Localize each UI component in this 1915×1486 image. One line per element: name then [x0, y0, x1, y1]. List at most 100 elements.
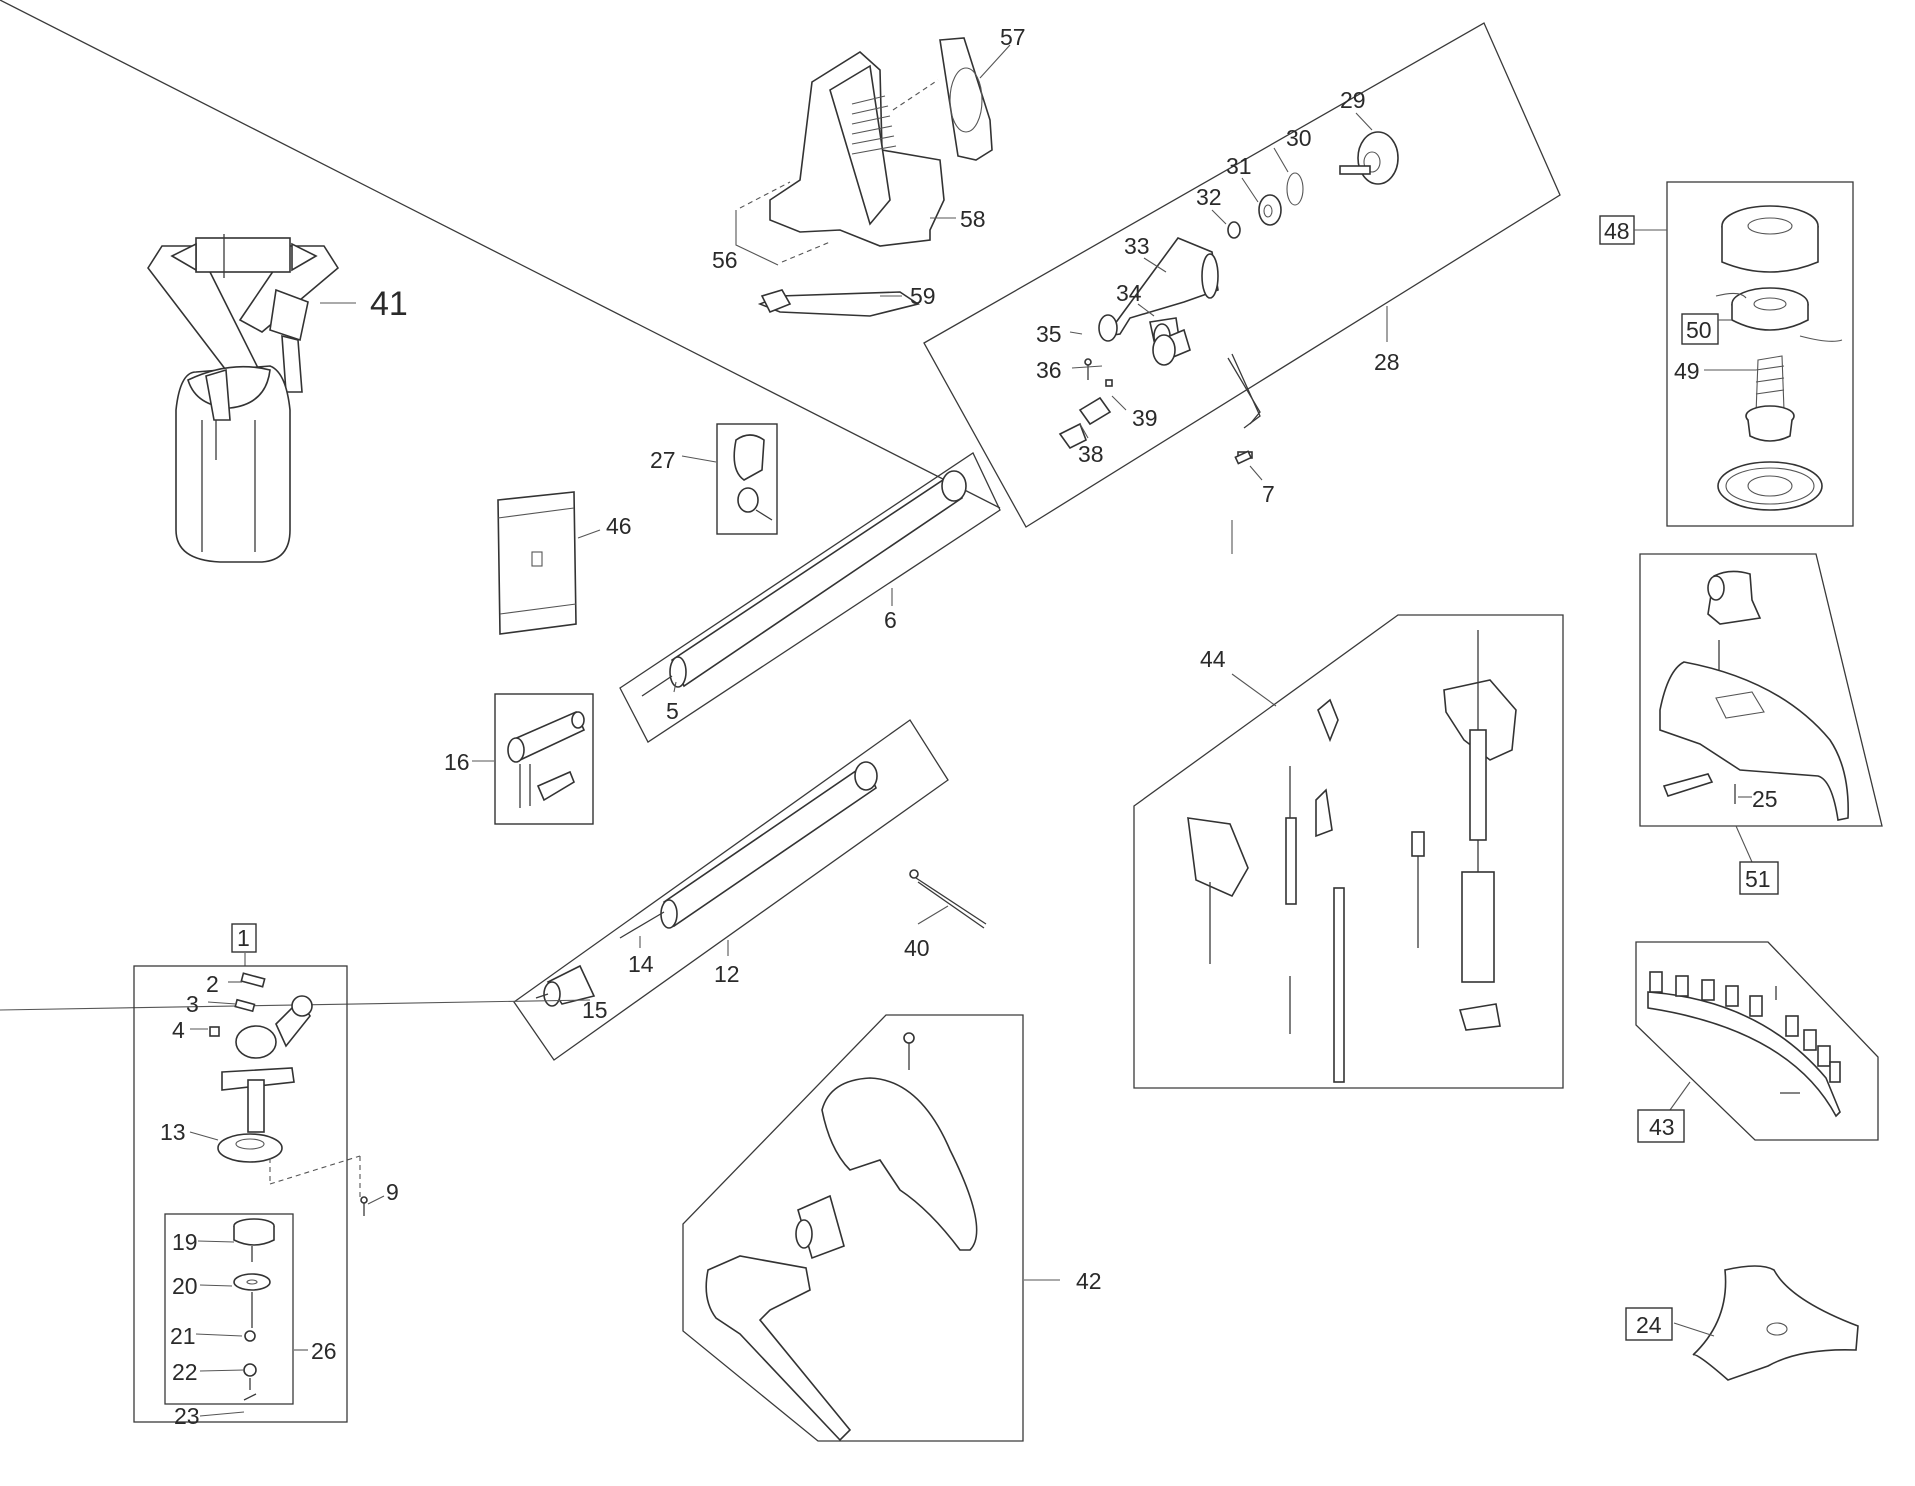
callout-36: 36: [1036, 357, 1062, 383]
leader-5: [673, 681, 677, 693]
clutch-assembly-frame: [923, 22, 1561, 528]
plate-square: [531, 551, 543, 567]
clutch-parts-drawing: [1058, 131, 1399, 459]
callout-32: 32: [1196, 184, 1222, 210]
callout-51-box: [1739, 861, 1779, 895]
trimmer-head-frame: [1666, 181, 1854, 527]
callout-29: 29: [1340, 87, 1366, 113]
callout-6: 6: [884, 607, 897, 633]
callout-23: 23: [174, 1403, 200, 1429]
callout-24: 24: [1636, 1312, 1662, 1338]
callout-24-box: [1625, 1307, 1673, 1341]
callout-14: 14: [628, 951, 654, 977]
handlebar-frame: [682, 1014, 1024, 1442]
callout-59: 59: [910, 283, 936, 309]
callout-42: 42: [1076, 1268, 1102, 1294]
lower-tube-frame: [513, 719, 949, 1061]
callout-27: 27: [650, 447, 676, 473]
leader-36: [1071, 365, 1103, 369]
callout-35: 35: [1036, 321, 1062, 347]
handlebar-drawing: [705, 1032, 978, 1442]
leader-23: [199, 1411, 245, 1417]
throttle-handle-drawing: [1187, 630, 1517, 1083]
coupling-drawing: [507, 710, 586, 808]
leader-19: [197, 1240, 235, 1243]
callout-33: 33: [1124, 233, 1150, 259]
leader-30: [1273, 147, 1289, 173]
leader-57: [979, 44, 1011, 79]
engine-cover-drawing: [739, 37, 993, 317]
leader-21: [195, 1333, 243, 1337]
callout-34: 34: [1116, 280, 1142, 306]
leader-46: [577, 529, 601, 539]
leader-24: [1673, 1322, 1715, 1337]
leader-56: [735, 210, 779, 266]
callout-7: 7: [1262, 481, 1275, 507]
callout-25: 25: [1752, 786, 1778, 812]
callout-43-box: [1637, 1109, 1685, 1143]
clutch-frame-notch: [1231, 353, 1261, 429]
guard-frame: [1639, 553, 1883, 827]
callout-15: 15: [582, 997, 608, 1023]
gear-head-drawing: [209, 972, 361, 1198]
gear-head-frame: [133, 965, 348, 1423]
callout-40: 40: [904, 935, 930, 961]
callout-43: 43: [1649, 1114, 1675, 1140]
leader-31: [1241, 177, 1259, 203]
plate-line: [497, 507, 575, 519]
leader-29: [1355, 112, 1373, 131]
callout-57: 57: [1000, 24, 1026, 50]
harness-drawing: [147, 234, 340, 563]
leader-40: [917, 905, 949, 925]
callout-5: 5: [666, 698, 679, 724]
callout-12: 12: [714, 961, 740, 987]
callout-50-box: [1681, 313, 1719, 345]
callout-1-box: [231, 923, 257, 953]
callout-26: 26: [311, 1338, 337, 1364]
leader-44: [1231, 673, 1277, 707]
upper-tube-drawing: [641, 470, 967, 697]
leader-33: [1143, 257, 1167, 273]
leader-27: [681, 455, 717, 463]
screw-9-drawing: [360, 1196, 368, 1216]
cable-tie-drawing: [909, 869, 987, 929]
callout-19: 19: [172, 1229, 198, 1255]
blade-fixing-kit-frame: [164, 1213, 294, 1405]
lower-tube-drawing: [535, 761, 878, 1007]
callout-22: 22: [172, 1359, 198, 1385]
leader-32: [1211, 209, 1227, 225]
callout-49: 49: [1674, 358, 1700, 384]
callout-4: 4: [172, 1017, 185, 1043]
blade-fixing-kit-drawing: [233, 1218, 275, 1401]
callout-30: 30: [1286, 125, 1312, 151]
callout-41: 41: [370, 285, 408, 323]
callout-46: 46: [606, 513, 632, 539]
callout-38: 38: [1078, 441, 1104, 467]
callout-21: 21: [170, 1323, 196, 1349]
callout-56: 56: [712, 247, 738, 273]
callout-13: 13: [160, 1119, 186, 1145]
callout-2: 2: [206, 971, 219, 997]
trimmer-head-drawing: [1715, 205, 1843, 511]
leader-9: [367, 1195, 385, 1205]
blade-hole: [1766, 1322, 1788, 1336]
screw-7-drawing: [1234, 450, 1253, 465]
callout-58: 58: [960, 206, 986, 232]
callout-50: 50: [1686, 317, 1712, 343]
callout-48-box: [1599, 215, 1635, 245]
leader-38: [1079, 423, 1089, 439]
callout-28: 28: [1374, 349, 1400, 375]
callout-1: 1: [237, 925, 250, 951]
label-plate-drawing: [497, 491, 577, 635]
leader-20: [199, 1284, 233, 1287]
callout-20: 20: [172, 1273, 198, 1299]
guard-drawing: [1659, 570, 1849, 821]
leader-35: [1069, 331, 1083, 335]
callout-44: 44: [1200, 646, 1226, 672]
callout-16: 16: [444, 749, 470, 775]
skirt-drawing: [1647, 971, 1841, 1118]
callout-31: 31: [1226, 153, 1252, 179]
leader-51: [1735, 825, 1753, 863]
